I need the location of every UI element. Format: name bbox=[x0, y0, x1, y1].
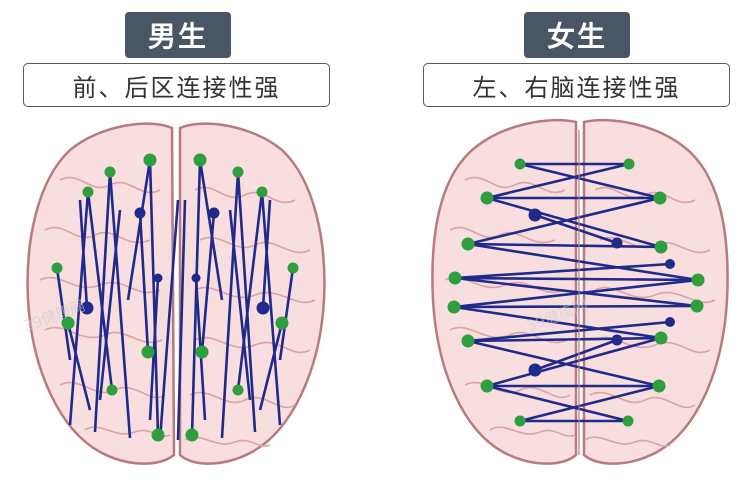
male-subtitle-box: 前、后区连接性强 bbox=[23, 63, 330, 107]
male-panel: 男生 前、后区连接性强 bbox=[21, 12, 330, 465]
female-nodes bbox=[447, 158, 705, 427]
female-title-badge: 女生 bbox=[524, 12, 630, 58]
male-nodes bbox=[51, 153, 299, 442]
female-subtitle-box: 左、右脑连接性强 bbox=[423, 63, 730, 107]
male-title-badge: 男生 bbox=[125, 12, 231, 58]
female-connection-lines bbox=[453, 130, 699, 455]
male-connection-lines bbox=[55, 159, 295, 441]
female-right-hemisphere bbox=[582, 118, 729, 465]
female-brain-illustration bbox=[431, 118, 729, 465]
male-brain-illustration bbox=[26, 122, 326, 465]
female-left-hemisphere bbox=[431, 118, 578, 465]
female-panel: 女生 左、右脑连接性强 bbox=[375, 0, 750, 497]
